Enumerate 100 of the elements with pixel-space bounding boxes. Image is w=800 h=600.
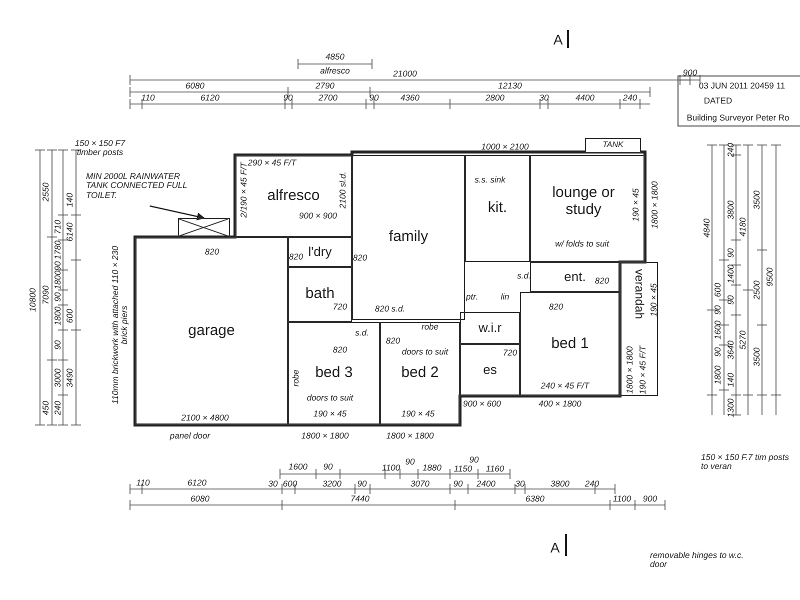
dimension-text: 10800 bbox=[28, 288, 38, 312]
dimension-text: 3800 bbox=[550, 480, 570, 488]
door-size: 2100 sl.d. bbox=[338, 172, 348, 208]
dimension-text: 140 bbox=[726, 372, 736, 388]
dimension-text: 2800 bbox=[486, 94, 504, 102]
dimension-text: 1600 bbox=[288, 462, 308, 472]
dimension-text: 5270 bbox=[738, 330, 748, 350]
dimension-text: 7440 bbox=[350, 494, 370, 504]
dimension-text: 600 bbox=[714, 282, 722, 298]
door-note: doors to suit bbox=[402, 348, 448, 356]
dimension-text: 6140 bbox=[66, 222, 74, 242]
dimension-text: 710 bbox=[54, 220, 62, 234]
window-size: 900 × 600 bbox=[462, 400, 502, 408]
dimension-text: 90 bbox=[283, 94, 293, 102]
dimension-text: 2500 bbox=[752, 280, 762, 300]
dimension-text: 90 bbox=[54, 261, 62, 271]
dimension-text: 450 bbox=[42, 400, 50, 416]
handwritten-note: MIN 2000L RAINWATER TANK CONNECTED FULL TOILET. bbox=[86, 166, 202, 206]
cupboard-text: robe bbox=[292, 370, 300, 386]
window-size: 1800 × 1800 bbox=[650, 181, 660, 229]
dimension-text: 6120 bbox=[200, 94, 220, 102]
dimension-text: 240 bbox=[54, 400, 62, 416]
dimension-text: 6120 bbox=[188, 478, 206, 488]
dimension-text: 6080 bbox=[190, 494, 210, 504]
window-size: 1800 × 1800 bbox=[301, 432, 349, 440]
dimension-text: 30 bbox=[539, 94, 549, 102]
dimension-text: 90 bbox=[469, 456, 479, 464]
door-size: 820 bbox=[352, 254, 368, 262]
window-size: 1800 × 1800 bbox=[386, 432, 434, 440]
dimension-text: 1160 bbox=[486, 464, 504, 474]
door-note: w/ folds to suit bbox=[555, 240, 609, 248]
smoke-detector-note: s.d. bbox=[355, 328, 369, 338]
stamp-text: DATED bbox=[704, 96, 732, 106]
dimension-text: 30 bbox=[268, 480, 278, 488]
door-note: doors to suit bbox=[306, 394, 354, 402]
dimension-text: 110 bbox=[141, 94, 155, 102]
door-size: 720 bbox=[332, 302, 348, 312]
dimension-text: 1100 bbox=[612, 494, 632, 504]
dimension-text: 1400 bbox=[726, 264, 736, 284]
window-size: 400 × 1800 bbox=[538, 400, 582, 408]
wall-note: 110mm brickwork with attached 110 × 230 brick piers bbox=[111, 244, 129, 406]
dimension-text: 12130 bbox=[498, 82, 522, 90]
dimension-text: 4400 bbox=[576, 94, 594, 102]
cupboard-text: robe bbox=[422, 322, 438, 332]
note-text: removable hinges to w.c. door bbox=[650, 551, 745, 569]
member-size: 190 × 45 bbox=[632, 188, 640, 222]
member-size: 190 × 45 bbox=[650, 283, 658, 317]
dimension-text: 90 bbox=[323, 462, 333, 472]
cupboard-text: ptr. bbox=[466, 292, 478, 302]
dimension-text: 1880 bbox=[422, 464, 442, 472]
dimension-text: 600 bbox=[282, 480, 298, 488]
dimension-text: 3000 bbox=[54, 368, 62, 388]
dimension-text: 3800 bbox=[726, 200, 736, 220]
door-size: 820 s.d. bbox=[374, 304, 406, 314]
member-size: 190 × 45 bbox=[401, 410, 435, 418]
dimension-text: 90 bbox=[726, 295, 736, 305]
window-size: 900 × 900 bbox=[298, 212, 338, 220]
dimension-text: 21000 bbox=[393, 70, 417, 78]
tank-box: TANK bbox=[585, 138, 641, 153]
dimension-text: 3490 bbox=[66, 368, 74, 388]
section-letter: A bbox=[550, 540, 560, 556]
dimension-text: 1800 bbox=[714, 366, 722, 384]
dimension-text: 90 bbox=[453, 480, 463, 488]
member-size: 240 × 45 F/T bbox=[540, 382, 590, 390]
dimension-text: 900 bbox=[682, 68, 698, 78]
window-size: 1000 × 2100 bbox=[481, 142, 529, 152]
dimension-text: 1600 bbox=[714, 320, 722, 340]
dimension-text: 3640 bbox=[726, 340, 736, 360]
section-letter: A bbox=[553, 32, 563, 48]
dimension-text: 6080 bbox=[186, 82, 204, 90]
dimension-text: 3500 bbox=[752, 190, 762, 210]
leader-arrow bbox=[150, 205, 205, 220]
door-size: 820 bbox=[594, 276, 610, 286]
dimension-text: 7090 bbox=[42, 286, 50, 304]
dimension-text: 3500 bbox=[752, 348, 762, 366]
dimension-text: 1780 bbox=[54, 240, 62, 260]
dimension-text: 1800 bbox=[54, 270, 62, 290]
door-size: 820 bbox=[288, 252, 304, 262]
dimension-note: alfresco bbox=[320, 66, 350, 76]
member-size: 190 × 45 F/T bbox=[638, 346, 648, 394]
dimension-text: 90 bbox=[54, 292, 62, 302]
dimension-text: 2550 bbox=[42, 182, 50, 202]
dimension-text: 1800 bbox=[54, 306, 62, 326]
dimension-text: 1300 bbox=[726, 398, 736, 418]
stamp-text: Building Surveyor Peter Ro bbox=[686, 114, 790, 122]
dimension-text: 1150 bbox=[454, 464, 472, 474]
post-note: 150 × 150 F.7 tim posts to veran bbox=[701, 453, 789, 471]
dimension-text: 2700 bbox=[318, 94, 338, 102]
dimension-text: 9500 bbox=[766, 268, 774, 286]
dimension-text: 600 bbox=[66, 308, 74, 324]
door-size: 720 bbox=[502, 348, 518, 358]
dimension-text: 30 bbox=[515, 480, 525, 488]
dimension-text: 90 bbox=[54, 340, 62, 350]
dimension-text: 240 bbox=[622, 94, 638, 102]
stamp-date: 03 JUN 2011 20459 11 bbox=[698, 82, 786, 90]
dimension-text: 3070 bbox=[410, 480, 430, 488]
dimension-text: 3200 bbox=[322, 480, 342, 488]
window-size: 1800 × 1800 bbox=[626, 346, 634, 394]
dimension-text: 240 bbox=[726, 142, 736, 158]
dimension-text: 900 bbox=[642, 494, 658, 504]
